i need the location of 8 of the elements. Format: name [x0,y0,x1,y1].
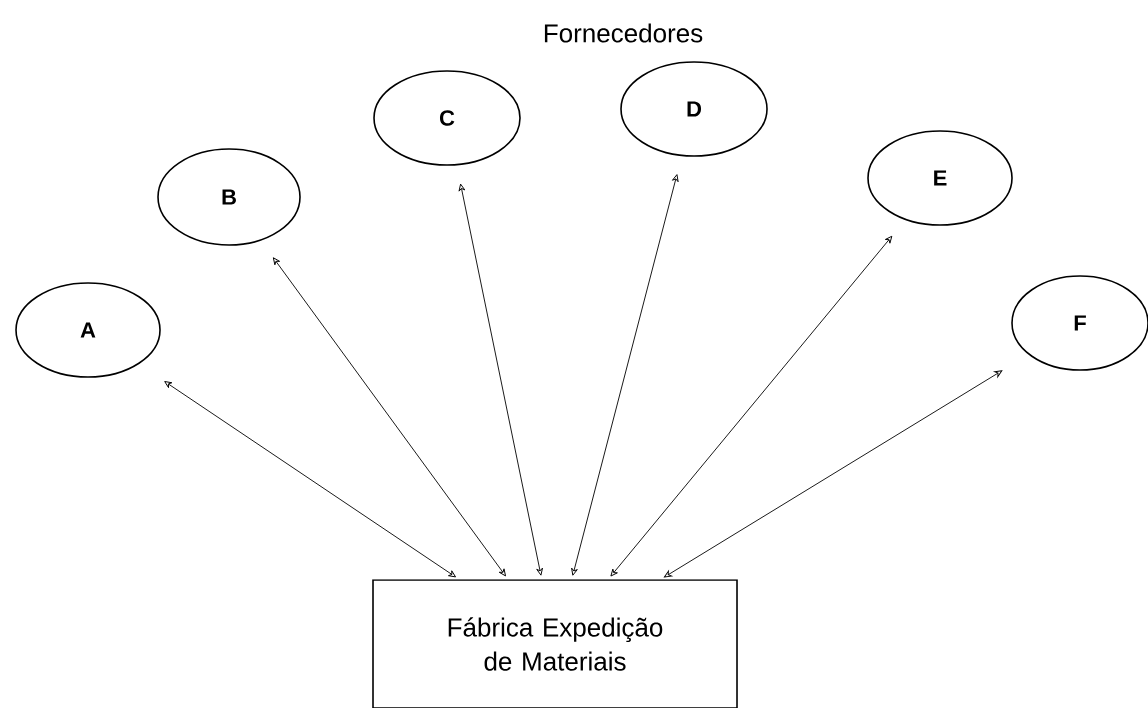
process-box: Fábrica Expedição de Materiais [372,579,738,708]
arrow [458,183,543,576]
arrow [272,257,506,577]
arrow [610,235,893,577]
heading: Fornecedores [544,23,703,43]
arrow [164,381,456,578]
arrow [571,174,679,576]
arrow [663,370,1003,578]
